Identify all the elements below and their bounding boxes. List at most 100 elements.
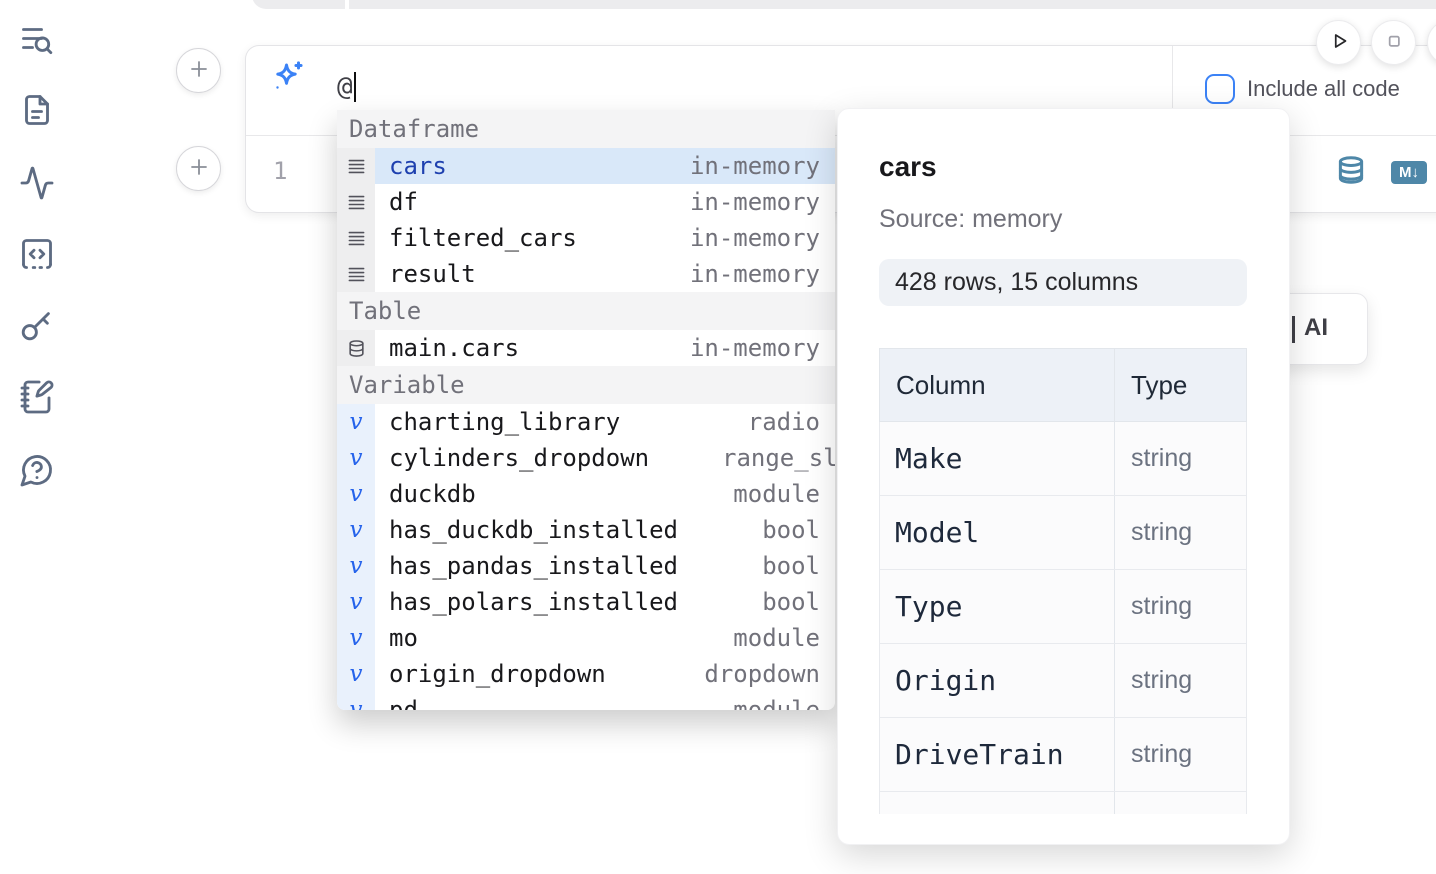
dataframe-rows-icon [348, 231, 364, 245]
add-cell-above-button[interactable] [176, 48, 221, 93]
item-type: range_slider [722, 444, 835, 472]
schema-table-row: DriveTrain string [879, 718, 1247, 792]
item-name: main.cars [389, 334, 520, 362]
activity-icon [19, 165, 55, 204]
previous-cell-bottom-edge [252, 0, 1436, 9]
clipped-text-fragment [1292, 316, 1295, 343]
item-type: bool [762, 552, 820, 580]
item-icon-gutter: v [337, 584, 375, 620]
schema-table-row: Model string [879, 496, 1247, 570]
item-icon-gutter: v [337, 330, 375, 366]
item-name: filtered_cars [389, 224, 577, 252]
autocomplete-item[interactable]: v cylinders_dropdown range_slider [337, 440, 835, 476]
type-header: Type [1114, 349, 1246, 421]
item-name: pd [389, 696, 418, 710]
database-icon[interactable] [1336, 152, 1366, 193]
variable-icon: v [349, 661, 363, 687]
item-type: module [733, 696, 820, 710]
item-icon-gutter: v [337, 256, 375, 292]
sidebar-item-scratchpad[interactable] [16, 377, 58, 419]
item-icon-gutter: v [337, 184, 375, 220]
list-search-icon [19, 22, 55, 61]
play-icon [1326, 28, 1352, 57]
sidebar-item-help[interactable] [16, 450, 58, 492]
item-name: has_pandas_installed [389, 552, 678, 580]
autocomplete-item[interactable]: v filtered_cars in-memory [337, 220, 835, 256]
item-name: df [389, 188, 418, 216]
column-name-cell [880, 792, 1114, 814]
autocomplete-item[interactable]: v has_polars_installed bool [337, 584, 835, 620]
variable-icon: v [349, 409, 363, 435]
column-name-cell: Model [895, 516, 980, 549]
autocomplete-item[interactable]: v cars in-memory [337, 148, 835, 184]
variable-icon: v [349, 481, 363, 507]
prompt-text: @ [337, 72, 353, 102]
plus-icon [187, 155, 211, 182]
autocomplete-item[interactable]: v has_pandas_installed bool [337, 548, 835, 584]
autocomplete-item[interactable]: v duckdb module [337, 476, 835, 512]
sidebar-item-toc-search[interactable] [16, 20, 58, 62]
code-editor[interactable]: 1 M↓ [246, 136, 1436, 212]
autocomplete-item[interactable]: v has_duckdb_installed bool [337, 512, 835, 548]
autocomplete-section-header: Dataframe [337, 110, 835, 148]
autocomplete-item[interactable]: v df in-memory [337, 184, 835, 220]
add-cell-below-button[interactable] [176, 146, 221, 191]
autocomplete-section-header: Table [337, 292, 835, 330]
item-type: in-memory [689, 224, 820, 252]
sidebar-item-snippets[interactable] [16, 234, 58, 276]
table-database-icon [348, 339, 364, 357]
sidebar-item-tracing[interactable] [16, 163, 58, 205]
item-icon-gutter: v [337, 220, 375, 256]
item-name: result [389, 260, 476, 288]
variable-icon: v [349, 553, 363, 579]
sidebar-item-files[interactable] [16, 90, 58, 132]
autocomplete-item[interactable]: v charting_library radio [337, 404, 835, 440]
sidebar-item-secrets[interactable] [16, 305, 58, 347]
include-all-code-label: Include all code [1247, 76, 1400, 101]
item-name: charting_library [389, 408, 621, 436]
code-block-icon [19, 236, 55, 275]
item-type: dropdown [704, 660, 820, 688]
stop-square-icon [1381, 28, 1407, 57]
column-type-cell: string [1114, 422, 1246, 495]
dataframe-preview-panel: cars Source: memory 428 rows, 15 columns… [837, 108, 1290, 845]
item-icon-gutter: v [337, 656, 375, 692]
autocomplete-item[interactable]: v result in-memory [337, 256, 835, 292]
previous-cell-gap [345, 0, 349, 9]
stop-cell-button[interactable] [1371, 20, 1416, 65]
autocomplete-item[interactable]: v pd module [337, 692, 835, 710]
run-cell-button[interactable] [1316, 20, 1361, 65]
markdown-export-icon[interactable]: M↓ [1391, 161, 1427, 184]
column-type-cell: string [1114, 496, 1246, 569]
schema-table-header: Column Type [879, 348, 1247, 422]
item-icon-gutter: v [337, 692, 375, 710]
item-type: bool [762, 588, 820, 616]
column-name-cell: Make [895, 442, 963, 475]
preview-title: cars [879, 151, 937, 182]
item-name: origin_dropdown [389, 660, 606, 688]
variable-icon: v [349, 517, 363, 543]
line-number: 1 [273, 157, 288, 185]
autocomplete-item[interactable]: v main.cars in-memory [337, 330, 835, 366]
item-icon-gutter: v [337, 148, 375, 184]
preview-source: Source: memory [879, 205, 1063, 233]
item-name: has_duckdb_installed [389, 516, 678, 544]
help-chat-icon [19, 452, 55, 491]
variable-icon: v [349, 697, 363, 710]
ai-card-label: AI [1304, 314, 1328, 341]
autocomplete-popup: Dataframe v cars in-memory v df in-memor… [337, 110, 835, 710]
include-all-code-checkbox[interactable] [1205, 74, 1235, 104]
item-type: in-memory [689, 152, 820, 180]
item-type: bool [762, 516, 820, 544]
plus-icon [187, 57, 211, 84]
schema-table-row: Make string [879, 422, 1247, 496]
column-name-cell: Type [895, 590, 963, 623]
notebook-pen-icon [19, 379, 55, 418]
autocomplete-item[interactable]: v origin_dropdown dropdown [337, 656, 835, 692]
schema-table-row [879, 792, 1247, 814]
autocomplete-item[interactable]: v mo module [337, 620, 835, 656]
item-icon-gutter: v [337, 620, 375, 656]
item-icon-gutter: v [337, 440, 375, 476]
variable-icon: v [349, 625, 363, 651]
item-name: cars [389, 152, 447, 180]
